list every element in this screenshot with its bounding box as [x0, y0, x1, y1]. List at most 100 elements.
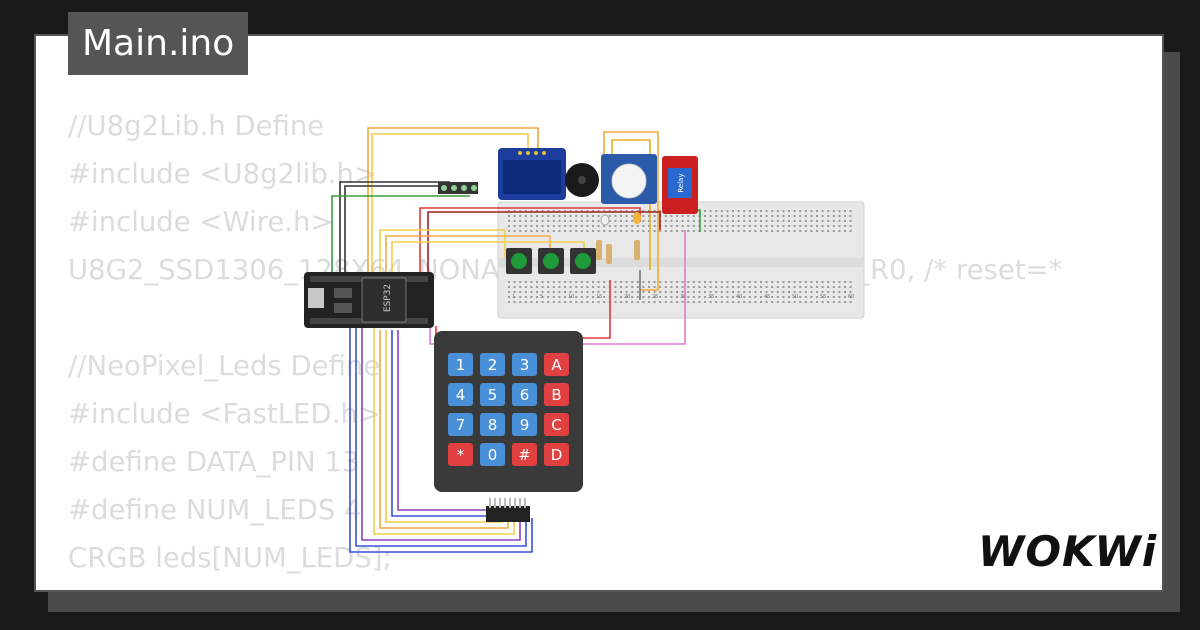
- breadboard-hole: [541, 215, 544, 217]
- code-line: #include <U8g2lib.h>: [68, 158, 377, 190]
- breadboard-hole: [564, 296, 566, 298]
- breadboard-hole: [625, 225, 628, 227]
- keypad-key-*[interactable]: *: [448, 443, 473, 466]
- breadboard-hole: [558, 296, 561, 298]
- breadboard-hole: [715, 281, 718, 283]
- push-buttons[interactable]: [506, 248, 596, 274]
- breadboard-hole: [547, 220, 550, 222]
- breadboard-hole: [771, 286, 774, 288]
- file-tab[interactable]: Main.ino: [68, 12, 249, 75]
- breadboard-hole: [614, 230, 617, 232]
- breadboard-hole: [664, 215, 667, 217]
- keypad-key-9[interactable]: 9: [512, 413, 537, 436]
- breadboard-hole: [625, 220, 628, 222]
- breadboard-hole: [726, 286, 729, 288]
- breadboard-column-number: 1: [512, 294, 515, 300]
- keypad-key-7[interactable]: 7: [448, 413, 473, 436]
- breadboard-hole: [653, 220, 656, 222]
- breadboard-hole: [664, 225, 667, 227]
- keypad-key-A[interactable]: A: [544, 353, 569, 376]
- keypad-key-5[interactable]: 5: [480, 383, 505, 406]
- breadboard-hole: [524, 286, 527, 288]
- keypad-key-2[interactable]: 2: [480, 353, 505, 376]
- breadboard-hole: [732, 225, 734, 227]
- esp32-board[interactable]: ESP32: [304, 272, 434, 328]
- keypad-key-#[interactable]: #: [512, 443, 537, 466]
- breadboard-hole: [519, 281, 522, 283]
- keypad-key-8[interactable]: 8: [480, 413, 505, 436]
- breadboard-hole: [664, 296, 667, 298]
- breadboard-hole: [720, 296, 723, 298]
- breadboard-hole: [592, 215, 594, 217]
- keypad-key-6[interactable]: 6: [512, 383, 537, 406]
- breadboard-hole: [536, 301, 538, 303]
- breadboard-hole: [760, 210, 762, 212]
- breadboard-hole: [569, 220, 572, 222]
- breadboard-hole: [816, 220, 818, 222]
- breadboard-hole: [709, 230, 712, 232]
- breadboard-hole: [620, 301, 622, 303]
- code-line: //NeoPixel_Leds Define: [68, 350, 381, 382]
- breadboard-hole: [530, 230, 533, 232]
- relay-module[interactable]: Relay: [662, 156, 698, 214]
- breadboard-hole: [519, 296, 522, 298]
- breadboard-hole: [541, 210, 544, 212]
- breadboard-hole: [726, 220, 729, 222]
- breadboard-hole: [552, 286, 555, 288]
- breadboard-hole: [844, 286, 846, 288]
- breadboard-hole: [827, 215, 830, 217]
- breadboard-hole: [821, 291, 824, 293]
- breadboard-hole: [844, 220, 846, 222]
- breadboard-hole: [580, 296, 583, 298]
- keypad-key-label: B: [551, 386, 561, 404]
- breadboard-hole: [620, 220, 622, 222]
- breadboard-hole: [631, 296, 634, 298]
- wire-blue: [349, 322, 533, 553]
- breadboard-hole: [720, 230, 723, 232]
- keypad-key-1[interactable]: 1: [448, 353, 473, 376]
- breadboard-hole: [793, 220, 796, 222]
- breadboard-hole: [536, 296, 538, 298]
- breadboard-hole: [580, 210, 583, 212]
- breadboard-hole: [804, 301, 807, 303]
- breadboard-hole: [849, 296, 852, 298]
- breadboard-hole: [743, 296, 746, 298]
- pir-sensor-icon[interactable]: [601, 154, 657, 204]
- breadboard-hole: [642, 281, 645, 283]
- keypad-key-D[interactable]: D: [544, 443, 569, 466]
- breadboard-hole: [799, 230, 802, 232]
- keypad-pin: [489, 498, 491, 508]
- breadboard-hole: [793, 210, 796, 212]
- breadboard-hole: [552, 301, 555, 303]
- oled-display[interactable]: [498, 148, 566, 200]
- breadboard-hole: [620, 225, 622, 227]
- breadboard-hole: [799, 296, 802, 298]
- breadboard-hole: [732, 301, 734, 303]
- breadboard-hole: [692, 215, 695, 217]
- wire-black: [344, 185, 440, 280]
- breadboard-hole: [575, 210, 578, 212]
- keypad-key-label: 7: [456, 416, 466, 434]
- breadboard-hole: [642, 230, 645, 232]
- breadboard-hole: [597, 291, 600, 293]
- breadboard-hole: [620, 296, 622, 298]
- breadboard-hole: [844, 291, 846, 293]
- keypad-key-0[interactable]: 0: [480, 443, 505, 466]
- keypad-key-4[interactable]: 4: [448, 383, 473, 406]
- breadboard-hole: [748, 220, 751, 222]
- breadboard-hole: [642, 225, 645, 227]
- keypad-key-label: 8: [488, 416, 498, 434]
- breadboard-hole: [804, 230, 807, 232]
- breadboard-hole: [681, 220, 684, 222]
- breadboard-hole: [726, 210, 729, 212]
- buzzer-icon[interactable]: [565, 163, 599, 197]
- breadboard-hole: [558, 220, 561, 222]
- keypad-key-3[interactable]: 3: [512, 353, 537, 376]
- breadboard-hole: [821, 220, 824, 222]
- breadboard-hole: [519, 291, 522, 293]
- breadboard-hole: [541, 296, 544, 298]
- keypad-key-C[interactable]: C: [544, 413, 569, 436]
- keypad-key-B[interactable]: B: [544, 383, 569, 406]
